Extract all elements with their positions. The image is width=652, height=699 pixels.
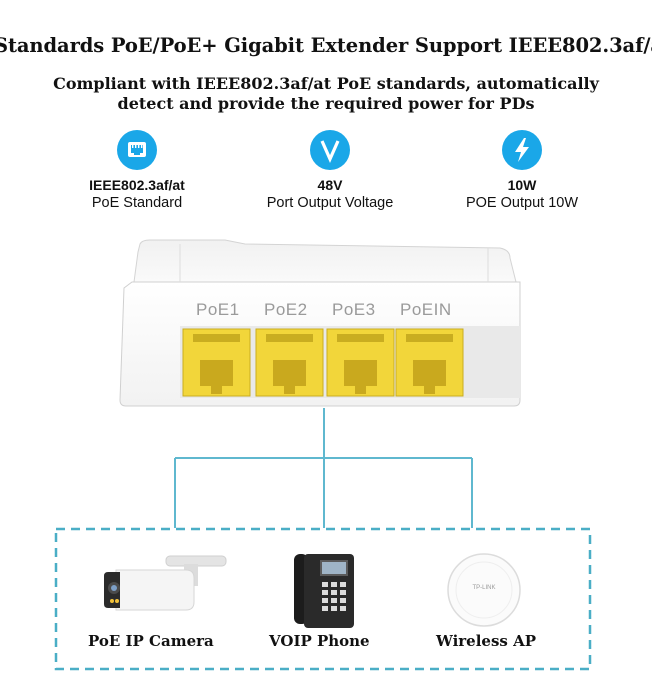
subtitle-line-2: detect and provide the required power fo…: [117, 94, 535, 113]
feature-value: 10W: [507, 177, 537, 193]
rj45-port: [395, 328, 464, 397]
powered-devices-group: [54, 527, 592, 671]
page-title: Standards PoE/PoE+ Gigabit Extender Supp…: [0, 34, 652, 57]
ethernet-port-icon: [117, 130, 157, 170]
wireless-ap-icon: TP-LINK: [446, 552, 522, 628]
rj45-port: [255, 328, 324, 397]
port-label-poe3: PoE3: [332, 300, 376, 319]
port-label-poein: PoEIN: [400, 300, 452, 319]
device-label-camera: PoE IP Camera: [88, 632, 214, 650]
feature-label: Port Output Voltage: [266, 195, 394, 211]
port-label-poe2: PoE2: [264, 300, 308, 319]
feature-value: 48V: [317, 177, 343, 193]
subtitle: Compliant with IEEE802.3af/at PoE standa…: [0, 74, 652, 114]
feature-label: POE Output 10W: [465, 195, 579, 211]
voltage-v-icon: [310, 130, 350, 170]
feature-poe-standard: IEEE802.3af/at PoE Standard: [37, 130, 237, 212]
rj45-port: [182, 328, 251, 397]
subtitle-line-1: Compliant with IEEE802.3af/at PoE standa…: [53, 74, 599, 93]
feature-poe-output: 10W POE Output 10W: [422, 130, 622, 212]
port-label-poe1: PoE1: [196, 300, 240, 319]
rj45-port: [326, 328, 395, 397]
device-label-ap: Wireless AP: [436, 632, 536, 650]
poe-extender-device: [119, 239, 521, 407]
ip-camera-icon: [104, 555, 227, 611]
device-label-phone: VOIP Phone: [269, 632, 370, 650]
feature-value: IEEE802.3af/at: [89, 177, 185, 193]
voip-phone-icon: [294, 554, 354, 628]
feature-label: PoE Standard: [91, 195, 183, 211]
ap-brand-text: TP-LINK: [472, 585, 496, 591]
lightning-bolt-icon: [502, 130, 542, 170]
feature-output-voltage: 48V Port Output Voltage: [230, 130, 430, 212]
